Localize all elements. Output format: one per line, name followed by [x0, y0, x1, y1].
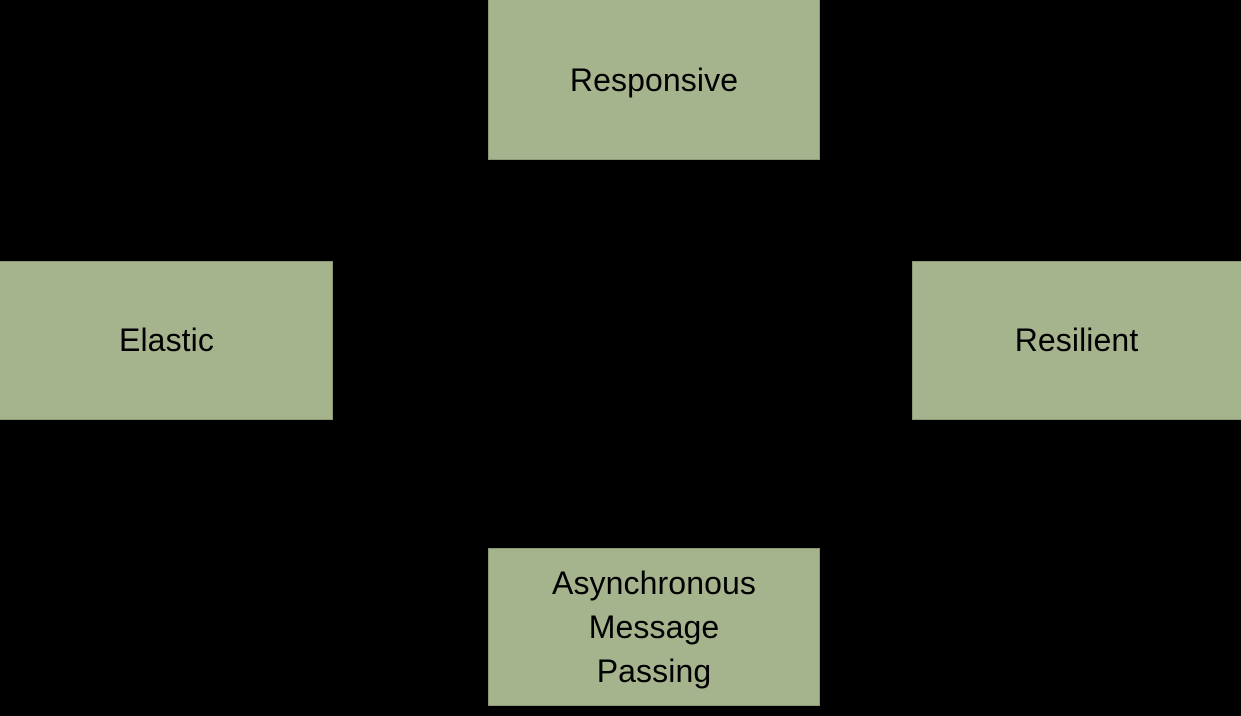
- connector-async-to-resilient: [819, 418, 1079, 629]
- node-responsive[interactable]: Responsive: [488, 0, 820, 160]
- connector-async-to-elastic: [163, 418, 489, 629]
- node-resilient-label: Resilient: [1014, 322, 1139, 359]
- node-elastic-label: Elastic: [119, 322, 214, 359]
- node-resilient[interactable]: Resilient: [912, 261, 1241, 420]
- connector-resilient-to-responsive: [817, 78, 1077, 263]
- node-asynchronous-message-passing[interactable]: Asynchronous Message Passing: [488, 548, 820, 706]
- node-elastic[interactable]: Elastic: [0, 261, 333, 420]
- node-responsive-label: Responsive: [569, 61, 739, 98]
- connector-elastic-to-responsive: [165, 78, 491, 263]
- node-asynchronous-message-passing-label: Asynchronous Message Passing: [552, 564, 756, 690]
